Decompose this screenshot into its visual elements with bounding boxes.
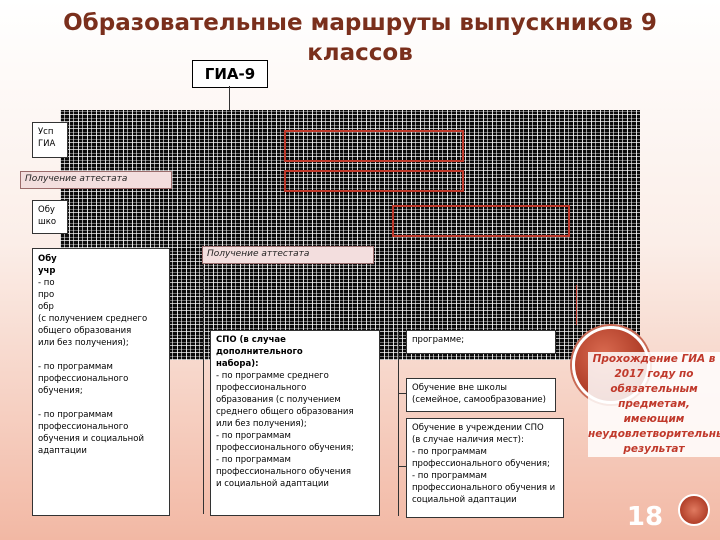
middle-box-head1: СПО (в случае (216, 334, 374, 346)
right-connector-tick-2 (398, 466, 406, 467)
gia-connector (229, 86, 230, 112)
left-big-box-lines: - по про обр (с получением среднего обще… (38, 277, 164, 457)
right-bottom-box: Обучение в учреждении СПО (в случае нали… (406, 418, 564, 518)
right-top-box: программе; (406, 330, 556, 354)
page-number: 18 (620, 502, 670, 532)
slide-title: Образовательные маршруты выпускников 9 к… (20, 8, 700, 68)
logo-icon (678, 494, 710, 526)
left-big-box: Обу учр - по про обр (с получением средн… (32, 248, 170, 516)
left-mid-box: Обу шко (32, 200, 68, 234)
red-frame-1 (284, 130, 464, 162)
right-bottom-box-lines: Обучение в учреждении СПО (в случае нали… (412, 422, 558, 506)
gia-9-box: ГИА-9 (192, 60, 268, 88)
right-connector-tick-1 (398, 393, 406, 394)
red-frame-3 (392, 205, 570, 237)
left-big-box-line1: Обу (38, 253, 164, 265)
red-connector (576, 285, 577, 325)
right-mid-box: Обучение вне школы (семейное, самообразо… (406, 378, 556, 412)
middle-box: СПО (в случае дополнительного набора): -… (210, 330, 380, 516)
left-top-box: Усп ГИА (32, 122, 68, 158)
left-attestat-tag: Получение аттестата (20, 171, 172, 189)
right-connector (398, 330, 399, 516)
left-big-box-line2: учр (38, 265, 164, 277)
red-frame-2 (284, 170, 464, 192)
retake-note: Прохождение ГИА в 2017 году по обязатель… (588, 352, 720, 457)
middle-attestat-tag: Получение аттестата (202, 246, 374, 264)
middle-connector (203, 264, 204, 514)
middle-box-head2: дополнительного (216, 346, 374, 358)
middle-box-head3: набора): (216, 358, 374, 370)
middle-box-lines: - по программе среднего профессиональног… (216, 370, 374, 490)
